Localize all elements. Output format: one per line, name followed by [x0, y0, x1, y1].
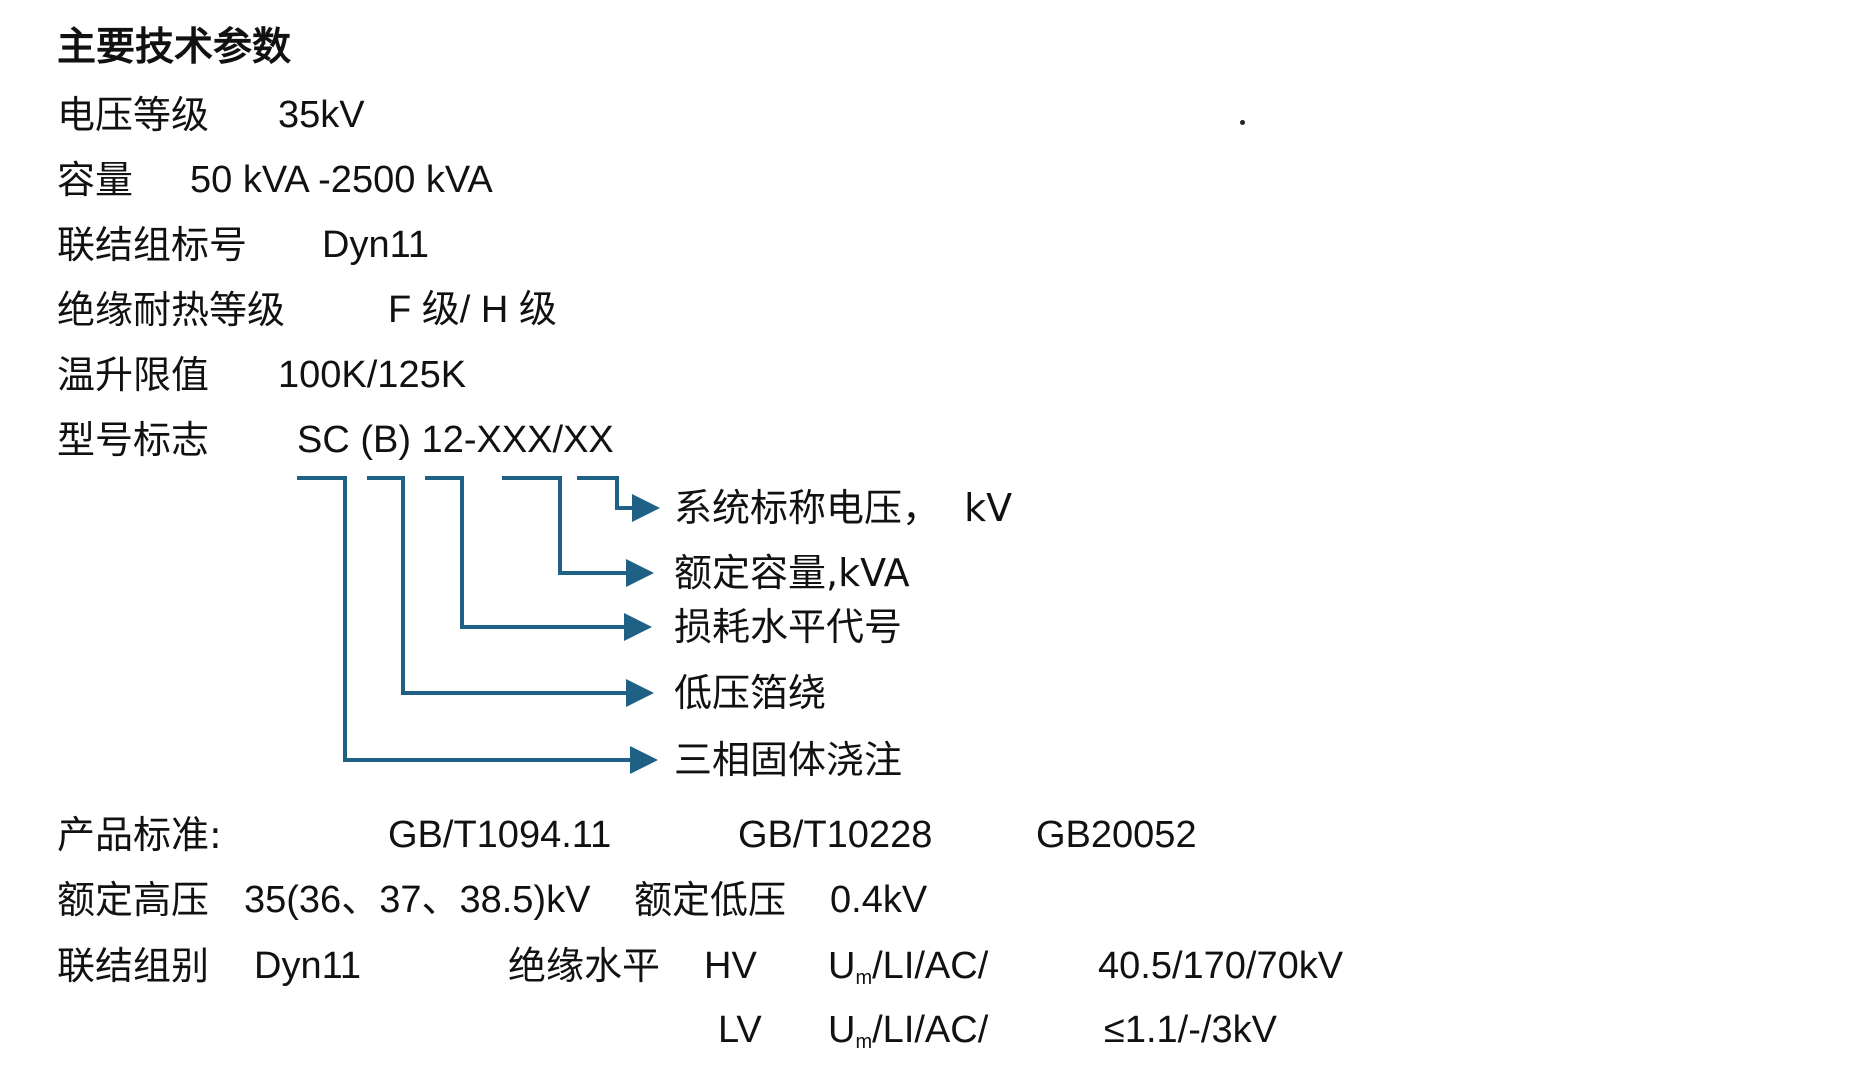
- rated-lv-value: 0.4kV: [830, 879, 928, 921]
- connection-label: 联结组别: [57, 944, 210, 988]
- standards-label: 产品标准:: [57, 813, 222, 857]
- param-subscript: m: [855, 967, 873, 989]
- connection-value: Dyn11: [254, 945, 362, 987]
- insulation-value-lv: ≤1.1/-/3kV: [1104, 1009, 1277, 1051]
- spec-label-model-designation: 型号标志: [57, 418, 210, 462]
- spec-value-temp-rise: 100K/125K: [278, 354, 467, 396]
- breakdown-label-voltage: 系统标称电压， kV: [674, 486, 1013, 530]
- connector-line-capacity: [502, 476, 628, 575]
- spec-value-capacity: 50 kVA -2500 kVA: [190, 159, 493, 201]
- connector-line-voltage: [577, 476, 632, 510]
- spec-label-capacity: 容量: [57, 158, 134, 202]
- arrowhead-cast-resin: [630, 746, 658, 774]
- stray-dot: [1240, 120, 1245, 125]
- spec-value-vector-group: Dyn11: [322, 224, 430, 266]
- insulation-label: 绝缘水平: [508, 944, 661, 988]
- param-rest: /LI/AC/: [872, 1009, 989, 1051]
- insulation-param-hv: Um/LI/AC/: [828, 943, 988, 1001]
- spec-value-insulation-class: F 级/ H 级: [388, 289, 557, 331]
- param-main: U: [828, 1009, 856, 1051]
- spec-label-temp-rise: 温升限值: [57, 353, 210, 397]
- arrowhead-capacity: [626, 559, 654, 587]
- breakdown-label-capacity: 额定容量,kVA: [674, 551, 910, 595]
- connector-line-lv-foil: [367, 476, 628, 695]
- arrowhead-voltage: [632, 494, 660, 522]
- insulation-param-lv: Um/LI/AC/: [828, 1007, 988, 1065]
- breakdown-label-loss-level: 损耗水平代号: [674, 605, 903, 649]
- spec-label-insulation-class: 绝缘耐热等级: [57, 288, 286, 332]
- page-title: 主要技术参数: [57, 25, 292, 70]
- breakdown-label-lv-foil: 低压箔绕: [674, 671, 827, 715]
- spec-value-model-designation: SC (B) 12-XXX/XX: [297, 419, 614, 461]
- param-subscript: m: [855, 1031, 873, 1053]
- arrowhead-loss-level: [624, 613, 652, 641]
- rated-hv-label: 额定高压: [57, 878, 210, 922]
- rated-lv-label: 额定低压: [634, 878, 787, 922]
- connector-line-loss-level: [425, 476, 626, 629]
- spec-label-vector-group: 联结组标号: [57, 223, 248, 267]
- rated-hv-value: 35(36、37、38.5)kV: [244, 879, 591, 921]
- breakdown-label-cast-resin: 三相固体浇注: [674, 738, 903, 782]
- standard-item: GB20052: [1036, 814, 1197, 856]
- spec-label-voltage-class: 电压等级: [57, 93, 210, 137]
- param-rest: /LI/AC/: [872, 945, 989, 987]
- insulation-side-lv: LV: [718, 1009, 762, 1051]
- arrowhead-lv-foil: [626, 679, 654, 707]
- insulation-side-hv: HV: [704, 945, 757, 987]
- standard-item: GB/T1094.11: [388, 814, 612, 856]
- connector-line-cast-resin: [297, 476, 632, 762]
- insulation-value-hv: 40.5/170/70kV: [1098, 945, 1344, 987]
- param-main: U: [828, 945, 856, 987]
- spec-value-voltage-class: 35kV: [278, 94, 365, 136]
- standard-item: GB/T10228: [738, 814, 933, 856]
